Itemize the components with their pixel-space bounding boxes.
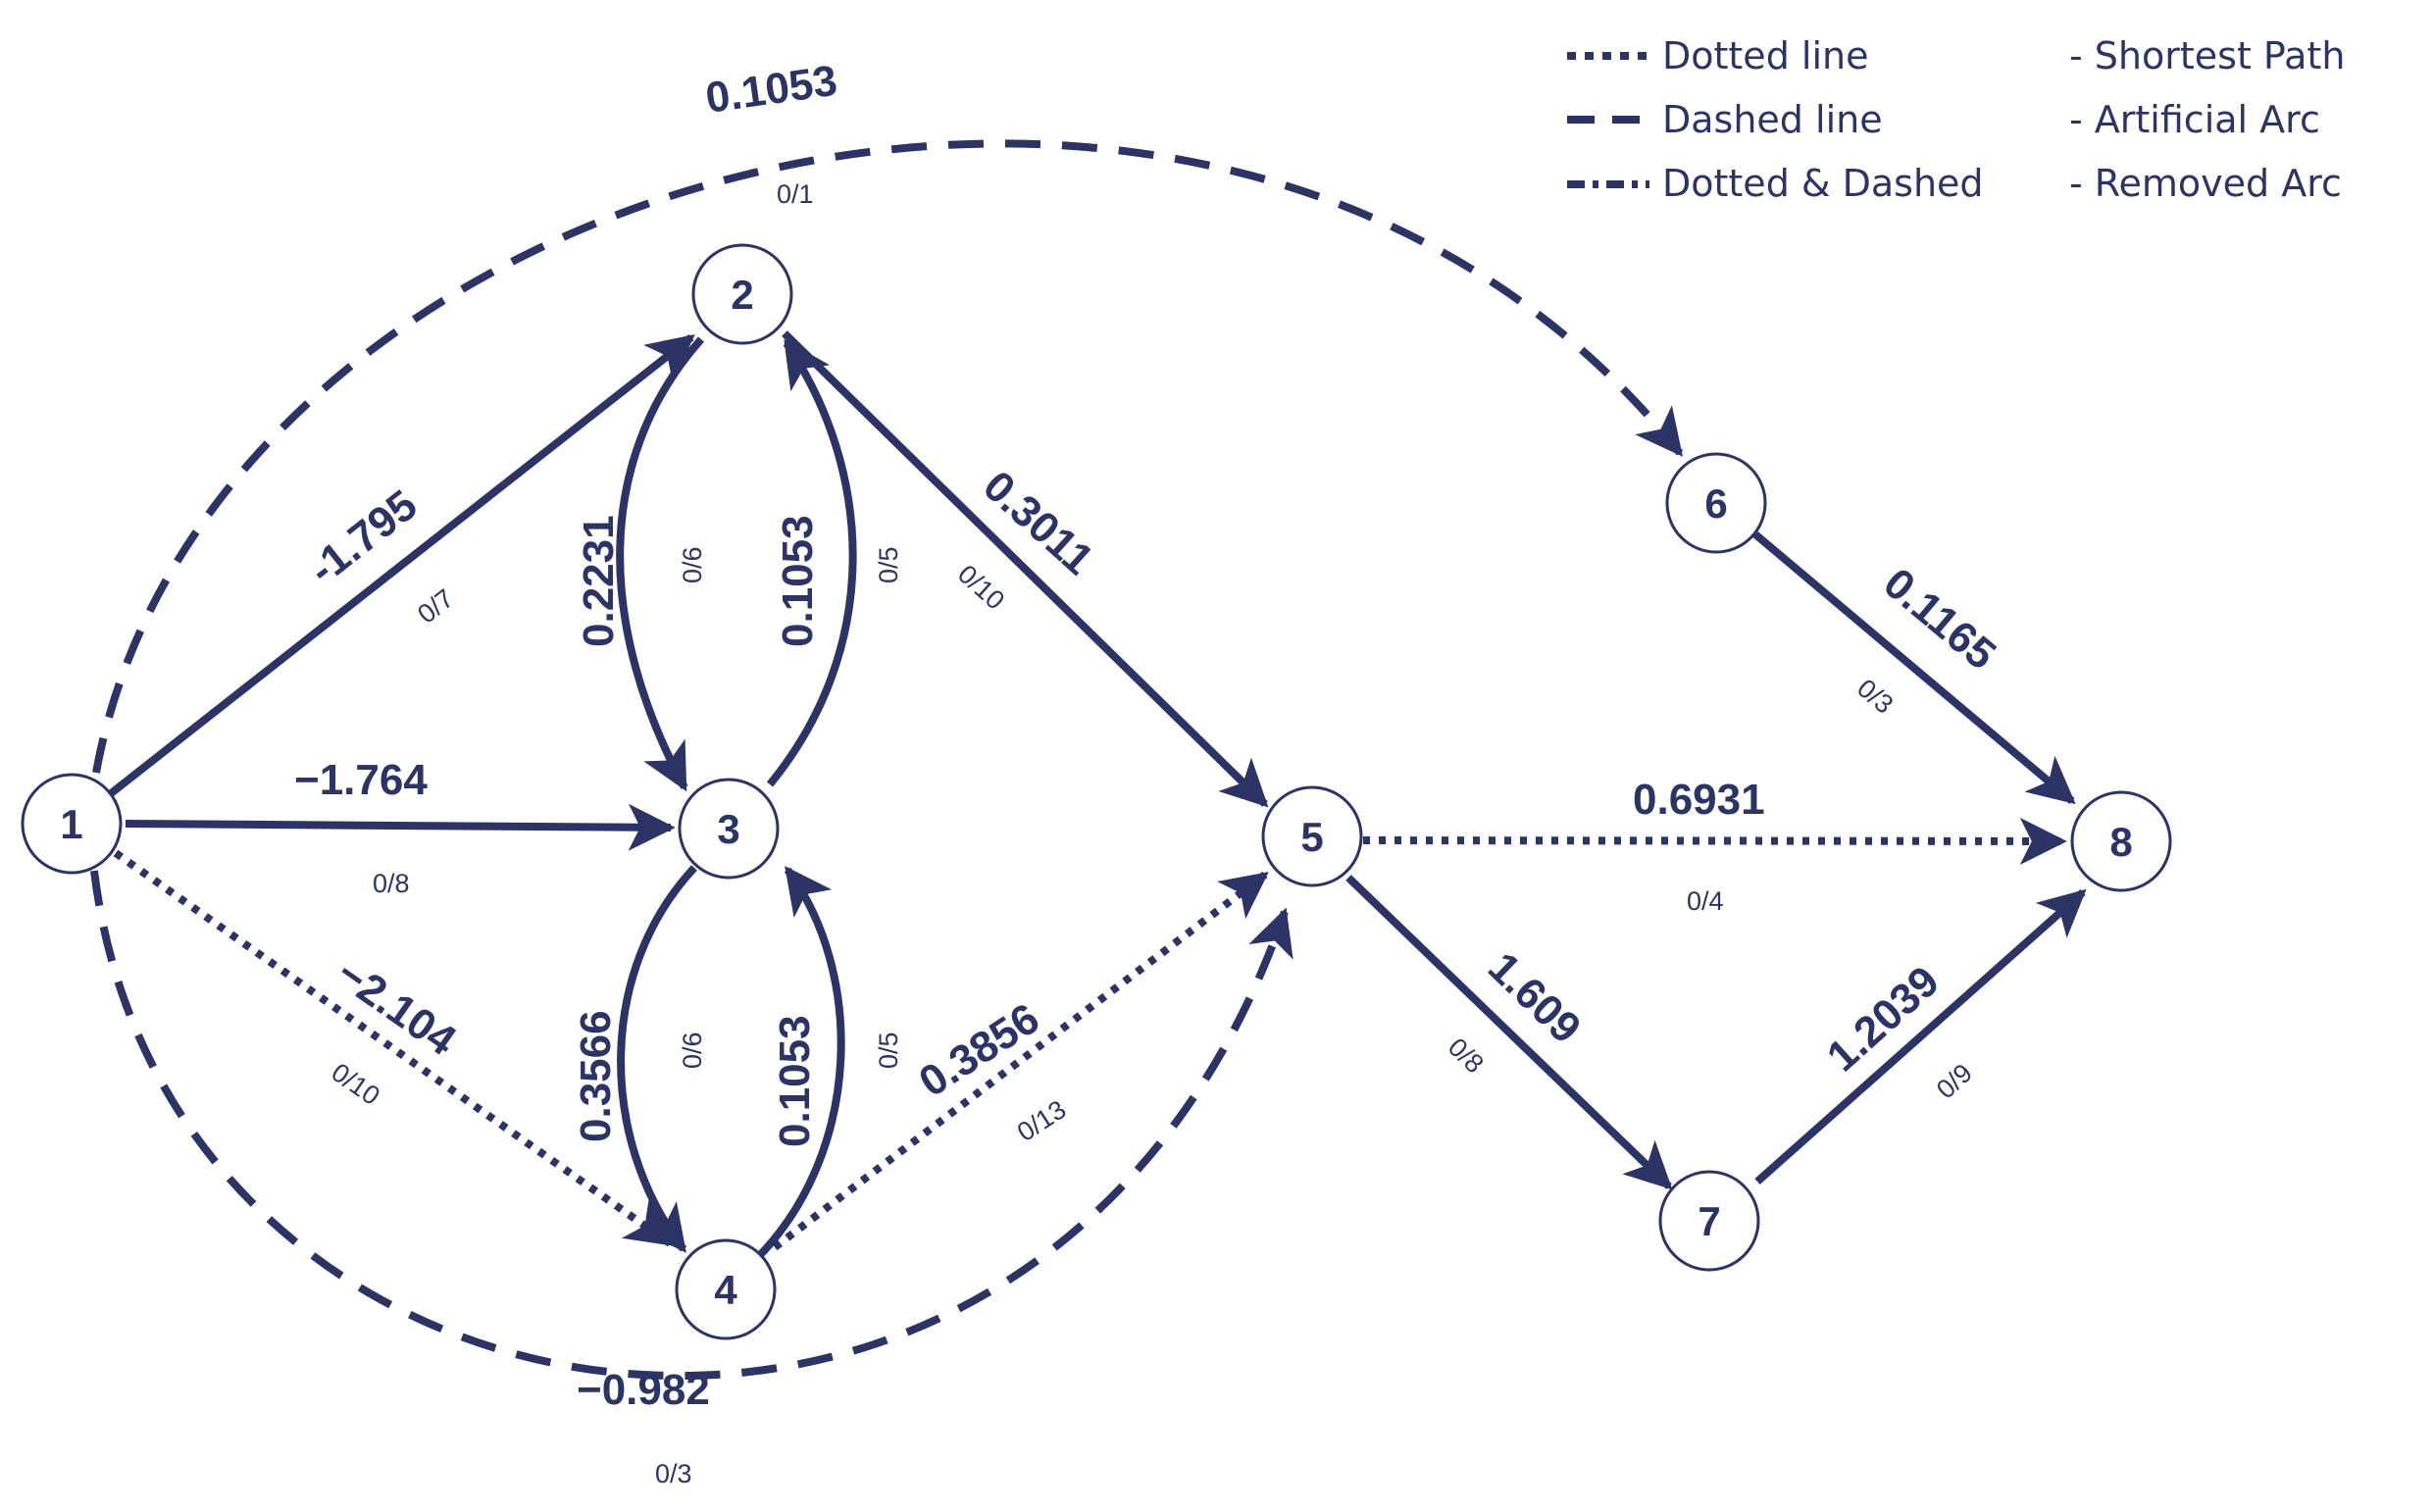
legend-name: Dotted line	[1662, 34, 1868, 77]
node-6: 6	[1665, 452, 1767, 554]
weight-label-1-5: −0.982	[577, 1366, 710, 1414]
node-5: 5	[1261, 785, 1363, 887]
weight-label-3-4: 0.3566	[572, 1010, 620, 1142]
edge-4-3	[757, 866, 845, 1258]
weight-label-1-2: -1.795	[300, 480, 426, 593]
edge-1-5	[90, 870, 1293, 1380]
edge-1-3	[125, 803, 676, 851]
flow-label-2-5: 0/10	[952, 559, 1010, 615]
node-label: 3	[717, 806, 739, 852]
legend-item-dashed: Dashed line - Artificial Arc	[1567, 98, 2320, 141]
flow-label-4-3: 0/5	[874, 1032, 903, 1069]
flow-label-3-4: 0/6	[678, 1032, 707, 1069]
flow-label-5-7: 0/8	[1443, 1033, 1490, 1080]
weight-label-5-7: 1.609	[1479, 943, 1590, 1053]
edges	[90, 139, 2087, 1380]
node-label: 7	[1698, 1198, 1720, 1244]
node-label: 1	[60, 801, 82, 847]
edge-2-5	[782, 330, 1269, 808]
node-label: 5	[1300, 814, 1323, 860]
node-2: 2	[691, 243, 793, 345]
node-label: 2	[731, 272, 753, 318]
node-3: 3	[678, 778, 780, 880]
node-7: 7	[1658, 1170, 1760, 1272]
flow-label-5-8: 0/4	[1687, 886, 1724, 916]
legend-item-dotdash: Dotted & Dashed - Removed Arc	[1567, 162, 2342, 205]
weight-label-1-6: 0.1053	[703, 57, 840, 123]
edge-1-2	[107, 333, 695, 798]
weight-label-4-3: 0.1053	[771, 1015, 819, 1147]
legend: Dotted line - Shortest Path Dashed line …	[1567, 34, 2345, 205]
edge-5-7	[1345, 875, 1673, 1190]
edge-1-4	[113, 849, 674, 1247]
weight-label-1-4: −2.104	[328, 949, 465, 1065]
flow-label-1-2: 0/7	[412, 583, 459, 630]
flow-label-1-6: 0/1	[777, 179, 814, 209]
node-8: 8	[2070, 790, 2172, 892]
flow-label-7-8: 0/9	[1931, 1058, 1978, 1104]
edge-3-4	[617, 865, 697, 1253]
edge-2-3	[616, 336, 704, 792]
node-label: 4	[714, 1267, 737, 1313]
legend-item-dotted: Dotted line - Shortest Path	[1567, 34, 2345, 77]
edge-7-8	[1754, 888, 2087, 1184]
edge-4-5	[772, 871, 1269, 1251]
edge-6-8	[1752, 530, 2076, 805]
weight-label-4-5: 0.3856	[911, 994, 1048, 1106]
legend-meaning: - Removed Arc	[2069, 162, 2342, 205]
node-label: 6	[1704, 480, 1727, 527]
nodes: 1 2 3 4 5 6 7 8	[21, 243, 2172, 1340]
weight-label-1-3: −1.764	[294, 756, 428, 804]
weight-label-2-5: 0.3011	[974, 462, 1102, 584]
flow-label-1-3: 0/8	[373, 869, 410, 898]
edge-1-6	[92, 139, 1684, 774]
weight-label-2-3: 0.2231	[575, 515, 623, 647]
weight-label-7-8: 1.2039	[1818, 957, 1949, 1081]
flow-label-4-5: 0/13	[1012, 1094, 1071, 1147]
flow-label-2-3: 0/6	[678, 546, 707, 583]
weight-label-3-2: 0.1053	[774, 515, 822, 647]
flow-label-1-4: 0/10	[327, 1057, 385, 1111]
legend-meaning: - Shortest Path	[2069, 34, 2345, 77]
edge-3-2	[766, 339, 857, 787]
node-label: 8	[2109, 819, 2132, 865]
edge-labels: 0.1053 0/1 -1.795 0/7 −1.764 0/8 −2.104 …	[294, 57, 2004, 1488]
weight-label-5-8: 0.6931	[1633, 776, 1765, 824]
flow-label-6-8: 0/3	[1851, 674, 1899, 720]
edge-5-8	[1362, 817, 2067, 865]
flow-label-1-5: 0/3	[655, 1459, 692, 1488]
node-4: 4	[675, 1238, 777, 1340]
legend-meaning: - Artificial Arc	[2069, 98, 2320, 141]
flow-label-3-2: 0/5	[874, 546, 903, 583]
legend-name: Dashed line	[1662, 98, 1883, 141]
legend-name: Dotted & Dashed	[1662, 162, 1984, 205]
weight-label-6-8: 0.1165	[1875, 559, 2005, 679]
node-1: 1	[21, 773, 123, 875]
